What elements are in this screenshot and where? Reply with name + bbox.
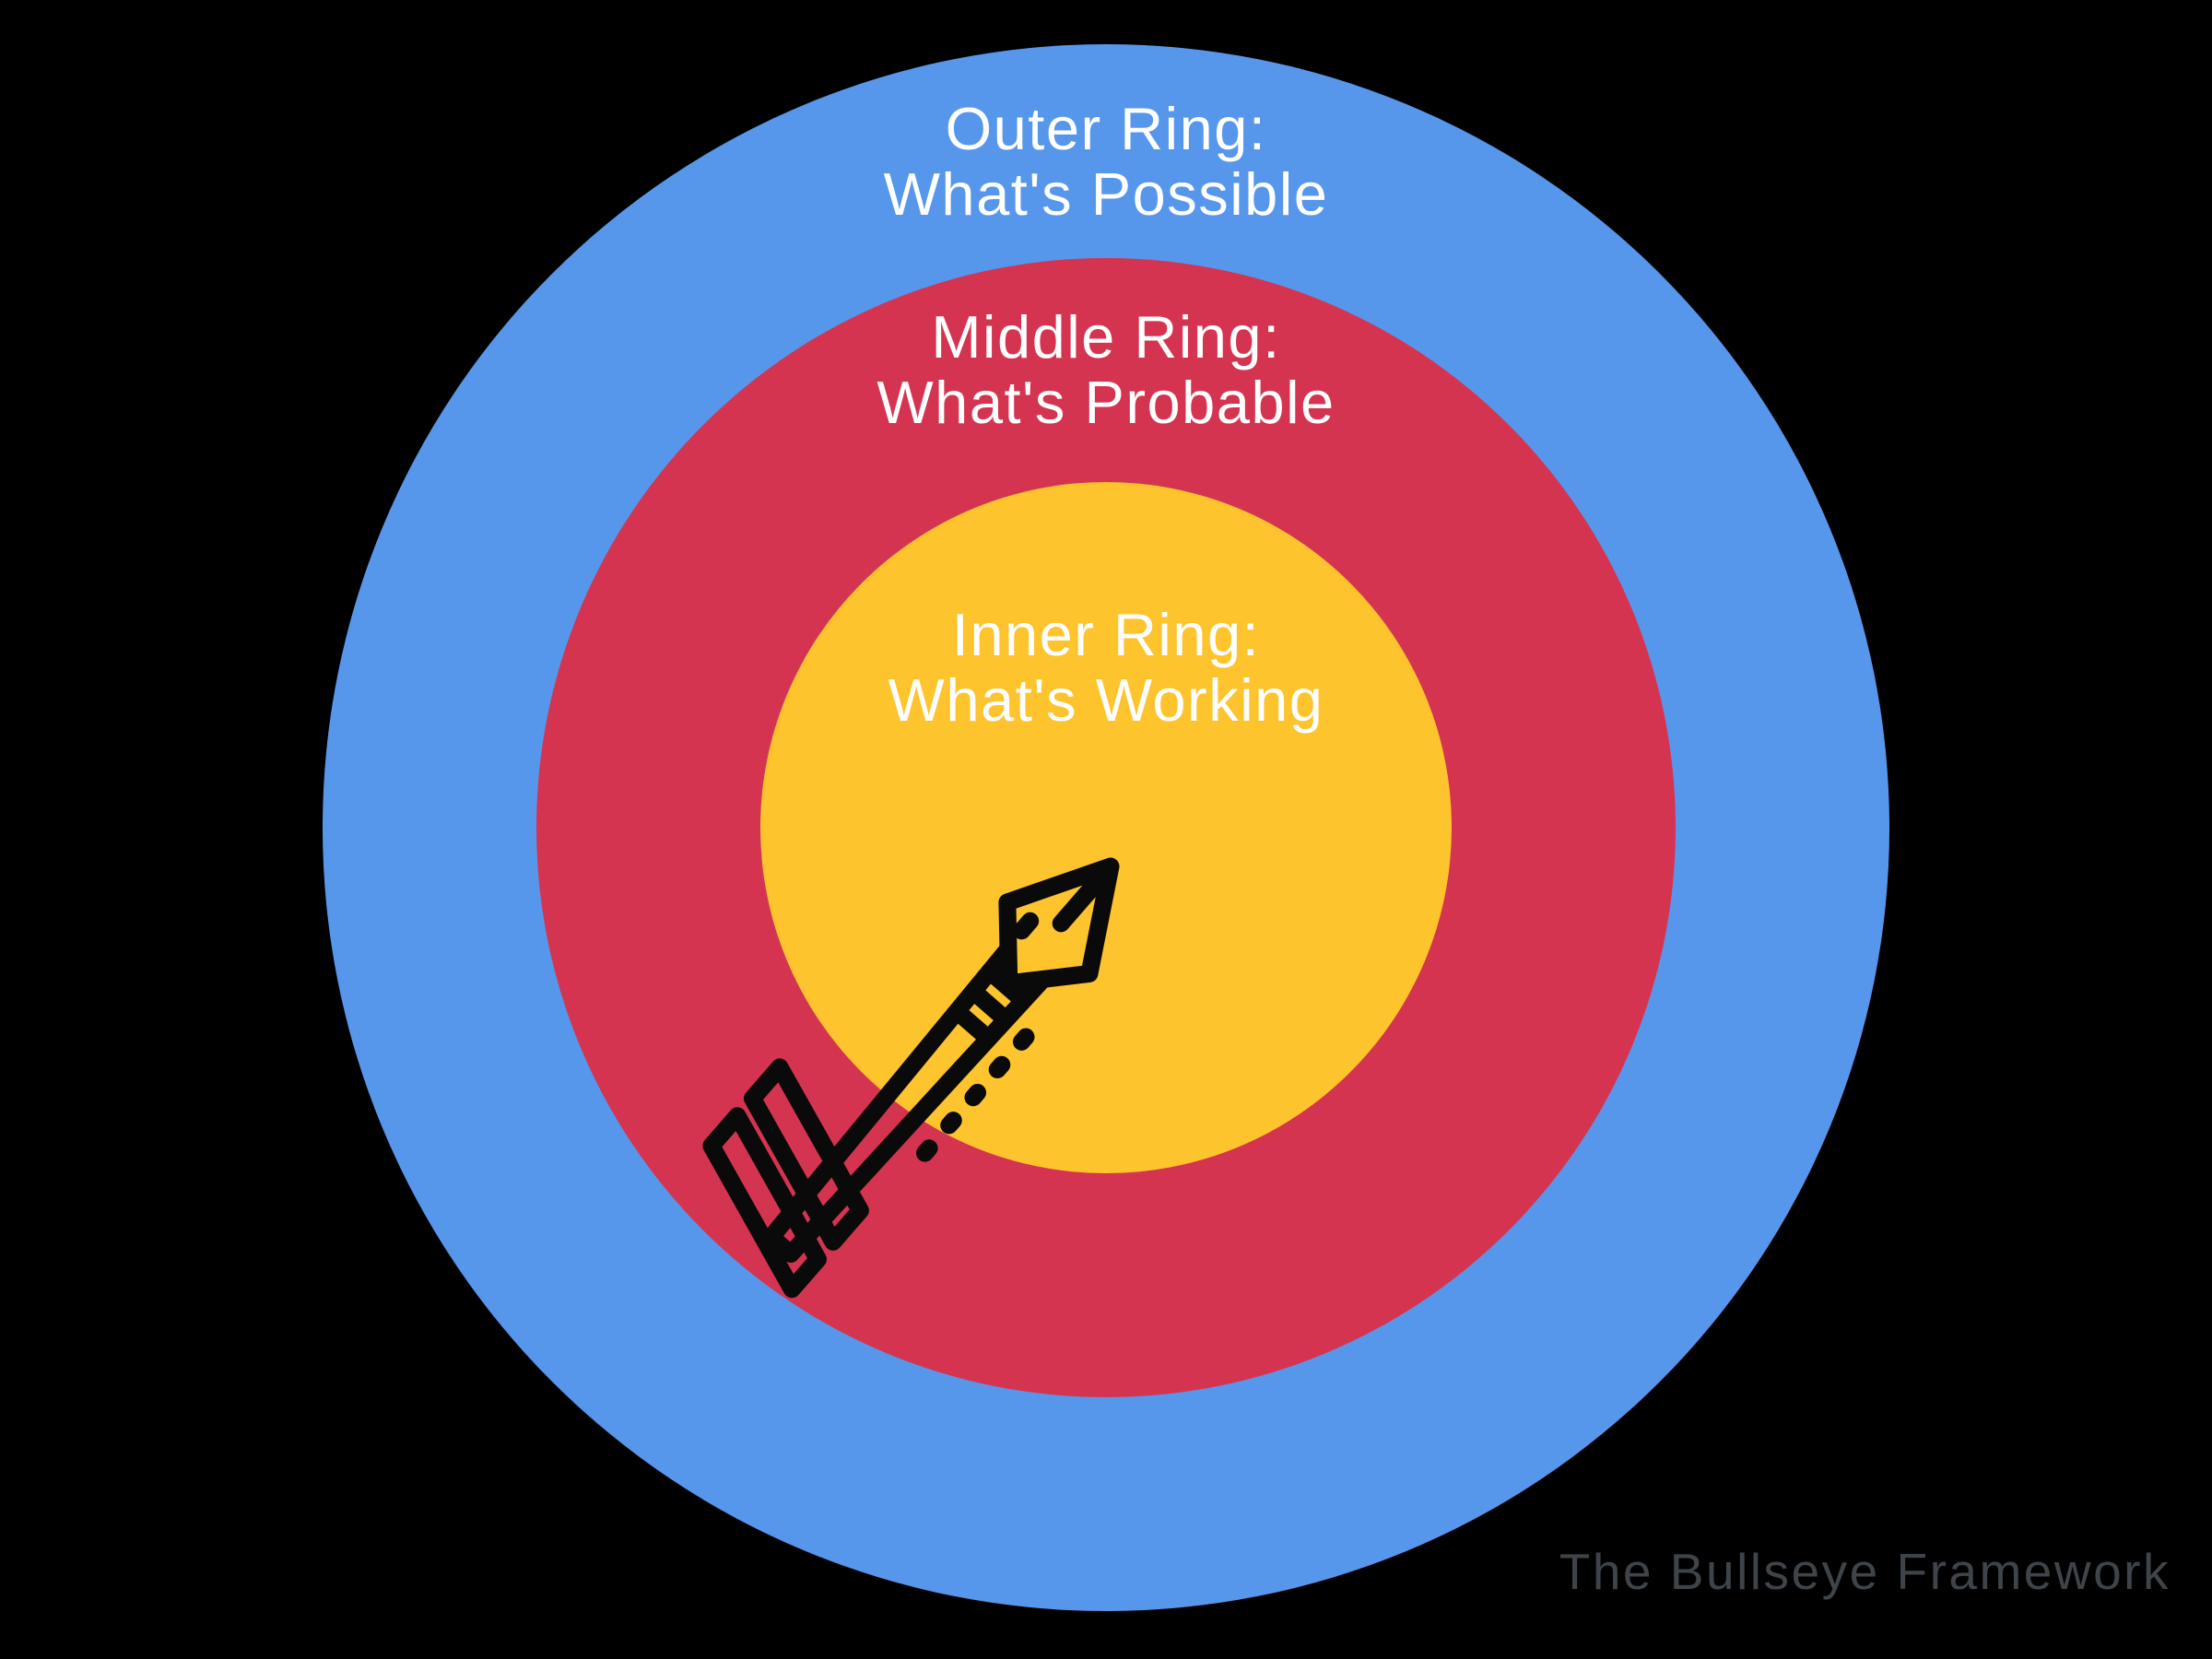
arrow-icon-strokes xyxy=(702,857,1120,1299)
arrow-dashed-line xyxy=(896,1028,1035,1185)
arrow-head-dash xyxy=(1013,912,1040,940)
middle-ring-label-line1: Middle Ring: xyxy=(931,303,1281,371)
arrow-shaft-butt xyxy=(762,1228,800,1264)
arrow-icon xyxy=(702,857,1120,1299)
outer-ring-label: Outer Ring: What's Possible xyxy=(0,96,2212,227)
outer-ring-label-line1: Outer Ring: xyxy=(945,95,1267,162)
inner-ring-circle xyxy=(760,482,1452,1173)
arrow-ladder-rung-1 xyxy=(981,962,1032,1010)
arrow-feather-1 xyxy=(743,1058,869,1251)
middle-ring-label: Middle Ring: What's Probable xyxy=(0,304,2212,435)
footer-title: The Bullseye Framework xyxy=(1559,1543,2171,1600)
outer-ring-label-line2: What's Possible xyxy=(883,160,1329,228)
inner-ring-label-line2: What's Working xyxy=(888,666,1324,734)
inner-ring-label: Inner Ring: What's Working xyxy=(0,602,2212,733)
arrow-head-slit xyxy=(1052,871,1108,933)
arrow-ladder-rung-3 xyxy=(948,1003,997,1048)
middle-ring-label-line2: What's Probable xyxy=(877,369,1335,436)
inner-ring-label-line1: Inner Ring: xyxy=(951,601,1261,668)
arrow-feather-2 xyxy=(702,1107,827,1299)
arrow-ladder-rung-2 xyxy=(964,982,1015,1029)
